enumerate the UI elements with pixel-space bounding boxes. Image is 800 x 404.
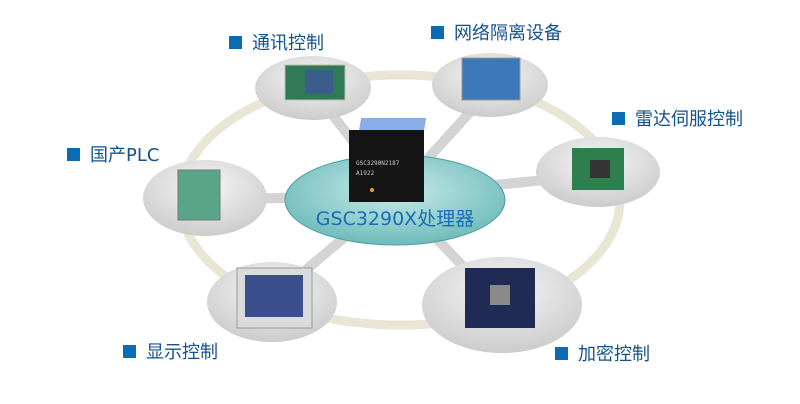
label-text: 雷达伺服控制 xyxy=(635,109,743,130)
processor-chip: GSC3290N2187 A1922 xyxy=(349,118,427,202)
label-comm-control: 通讯控制 xyxy=(229,29,324,55)
label-text: 网络隔离设备 xyxy=(454,23,562,44)
network-board xyxy=(461,57,521,101)
svg-text:A1922: A1922 xyxy=(356,170,374,177)
label-radar-servo: 雷达伺服控制 xyxy=(612,105,743,131)
label-text: 显示控制 xyxy=(146,342,218,363)
label-text: 通讯控制 xyxy=(252,33,324,54)
label-text: 加密控制 xyxy=(578,344,650,365)
svg-text:GSC3290N2187: GSC3290N2187 xyxy=(356,160,400,167)
label-domestic-plc: 国产PLC xyxy=(67,141,159,167)
label-crypto-control: 加密控制 xyxy=(555,340,650,366)
label-network-isolation: 网络隔离设备 xyxy=(431,19,562,45)
label-text: 国产PLC xyxy=(90,145,160,166)
bullet-square-icon xyxy=(123,344,136,358)
label-display-control: 显示控制 xyxy=(123,338,218,364)
bullet-square-icon xyxy=(67,147,80,161)
bullet-square-icon xyxy=(612,111,625,125)
processor-title: GSC3290X处理器 xyxy=(315,208,475,230)
board-images xyxy=(177,57,624,329)
bullet-square-icon xyxy=(431,25,444,39)
bullet-square-icon xyxy=(229,35,242,49)
bullet-square-icon xyxy=(555,346,568,360)
plc-board xyxy=(177,169,221,221)
